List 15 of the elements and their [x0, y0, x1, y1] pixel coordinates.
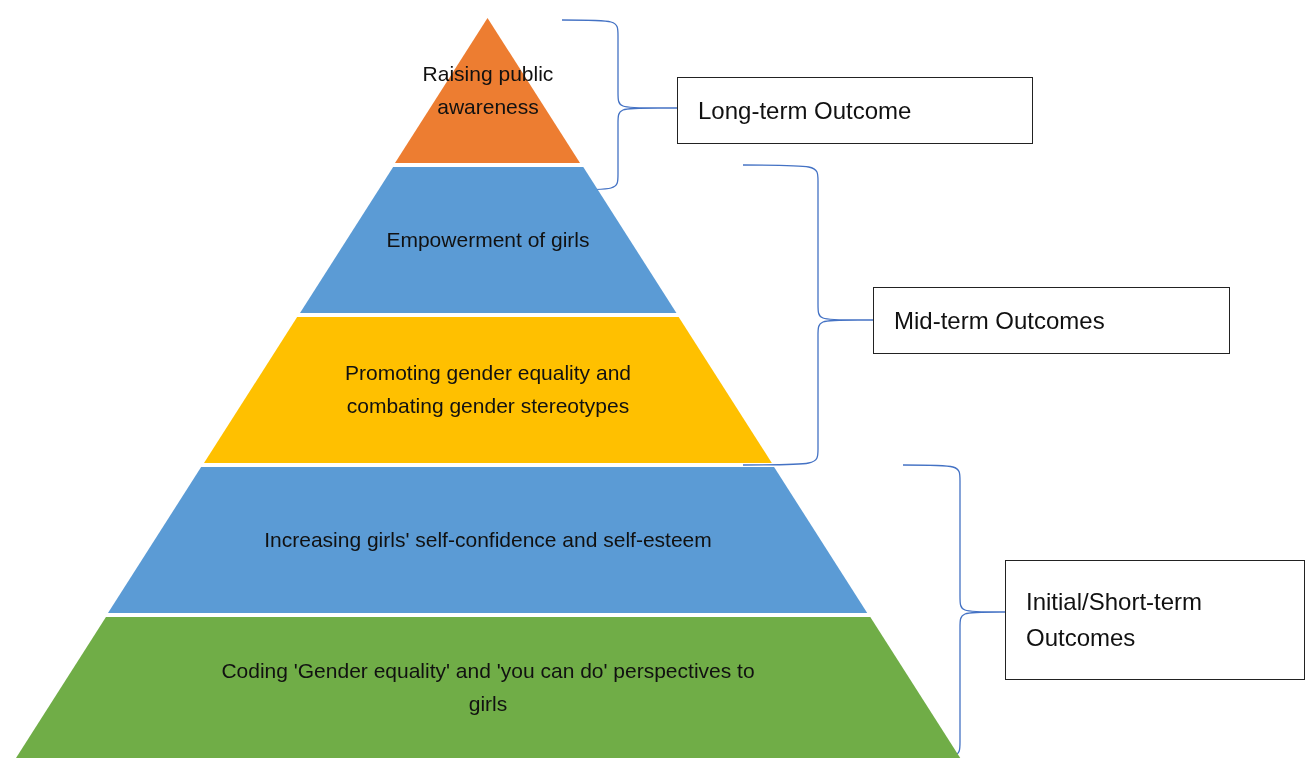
- pyramid-tier: [299, 167, 677, 313]
- outcome-label: Mid-term Outcomes: [894, 305, 1105, 336]
- tier-label: Increasing girls' self-confidence and self-esteem: [263, 526, 713, 553]
- outcome-label: Long-term Outcome: [698, 95, 912, 126]
- tier-label: Coding 'Gender equality' and 'you can do' perspectives to girls: [220, 657, 756, 717]
- outcome-box: [677, 77, 1033, 144]
- pyramid-tier: [108, 467, 868, 613]
- outcome-label: Initial/Short-term Outcomes: [1026, 587, 1204, 653]
- outcome-box: [873, 287, 1230, 354]
- tier-label: Empowerment of girls: [385, 226, 591, 253]
- outcome-box: [1005, 560, 1305, 680]
- tier-label: Promoting gender equality and combating gender stereotypes: [343, 360, 632, 419]
- pyramid-tier: [204, 317, 772, 463]
- pyramid-tier: [395, 18, 581, 163]
- pyramid-tier: [15, 617, 961, 758]
